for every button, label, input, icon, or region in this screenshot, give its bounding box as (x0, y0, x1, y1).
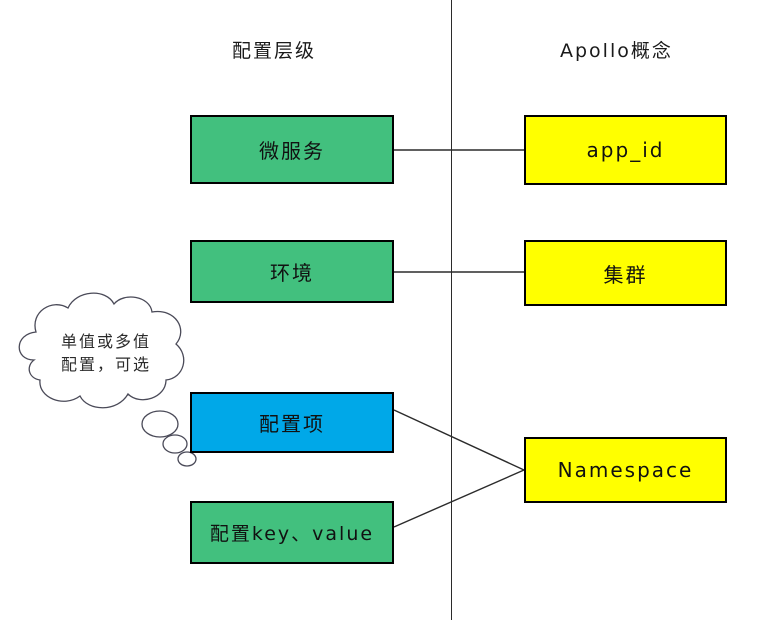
edge-configitem-namespace (393, 409, 525, 471)
node-microservice[interactable]: 微服务 (190, 115, 394, 184)
node-environment[interactable]: 环境 (190, 240, 394, 303)
node-config-key-value[interactable]: 配置key、value (190, 501, 394, 564)
thought-bubble-dot-medium (162, 434, 188, 454)
annotation-line-2: 配置，可选 (60, 355, 151, 374)
node-cluster[interactable]: 集群 (524, 240, 727, 306)
node-namespace[interactable]: Namespace (524, 437, 727, 503)
annotation-line-1: 单值或多值 (60, 332, 151, 351)
node-app-id[interactable]: app_id (524, 115, 727, 185)
column-title-config-level: 配置层级 (232, 40, 317, 62)
column-divider (451, 0, 452, 620)
column-title-apollo-concept: Apollo概念 (560, 40, 673, 62)
edge-configkv-namespace (393, 469, 525, 528)
thought-bubble-dot-large (141, 410, 179, 438)
thought-bubble-dot-small (177, 451, 197, 467)
node-config-item[interactable]: 配置项 (190, 392, 394, 453)
thought-bubble-icon (18, 292, 197, 467)
annotation-text: 单值或多值 配置，可选 (28, 330, 184, 376)
